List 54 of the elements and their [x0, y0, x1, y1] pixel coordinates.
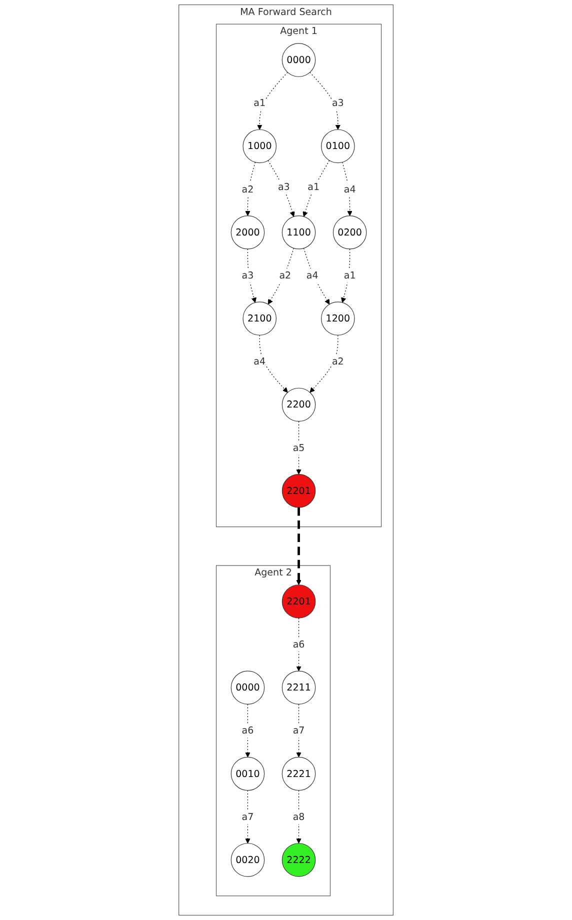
edge-label: a5 — [292, 442, 305, 454]
arrow — [342, 162, 352, 216]
edge-label: a3 — [332, 97, 344, 108]
node-circle: 2201 — [282, 584, 316, 618]
edge-label: a7 — [242, 810, 254, 822]
node-circle: 2201 — [282, 474, 316, 508]
edge-label: a4 — [254, 356, 266, 367]
arrow — [296, 507, 302, 586]
node-circle: 0010 — [230, 756, 265, 791]
edge-label: a6 — [242, 724, 254, 736]
node-circle: 1100 — [282, 216, 316, 250]
edge-label: a3 — [278, 181, 290, 193]
edge-label: a4 — [306, 270, 318, 281]
arrow — [303, 248, 330, 305]
edge-label: a2 — [332, 356, 344, 367]
arrow — [268, 248, 294, 305]
arrow — [296, 704, 302, 758]
edge-label: a2 — [279, 270, 292, 281]
node-circle: 2100 — [242, 302, 276, 336]
edge-label: a1 — [308, 181, 320, 193]
node-circle: 2200 — [282, 388, 316, 422]
node-circle: 0200 — [332, 216, 367, 250]
node-circle: 0020 — [230, 843, 265, 877]
arrow — [310, 334, 338, 393]
arrow — [268, 160, 295, 217]
arrow — [257, 72, 288, 130]
node-circle: 2000 — [230, 216, 265, 250]
edge-label: a1 — [254, 97, 266, 108]
arrow — [245, 704, 250, 758]
node-circle: 1000 — [242, 129, 276, 164]
node-circle: 1200 — [321, 302, 355, 336]
arrow — [310, 72, 340, 130]
edge-label: a8 — [292, 810, 305, 822]
edge-label: a4 — [344, 183, 356, 195]
arrow — [296, 421, 302, 475]
edge-label: a6 — [292, 638, 305, 650]
arrow — [245, 790, 250, 844]
node-circle: 0000 — [230, 670, 265, 704]
node-circle: 0100 — [321, 129, 355, 164]
arrow — [296, 790, 302, 844]
edge-label: a7 — [292, 724, 305, 736]
arrow — [302, 160, 330, 217]
edge-label: a3 — [242, 270, 254, 281]
node-circle: 2211 — [282, 670, 316, 704]
arrow — [296, 618, 302, 672]
edge-label: a2 — [242, 183, 254, 195]
arrow — [341, 248, 350, 303]
arrow — [259, 334, 288, 393]
arrow — [247, 248, 256, 303]
edge-label: a1 — [344, 270, 356, 281]
node-circle: 0000 — [282, 43, 316, 77]
node-circle: 2221 — [282, 756, 316, 791]
arrow — [245, 162, 256, 216]
node-circle: 2222 — [282, 843, 316, 877]
